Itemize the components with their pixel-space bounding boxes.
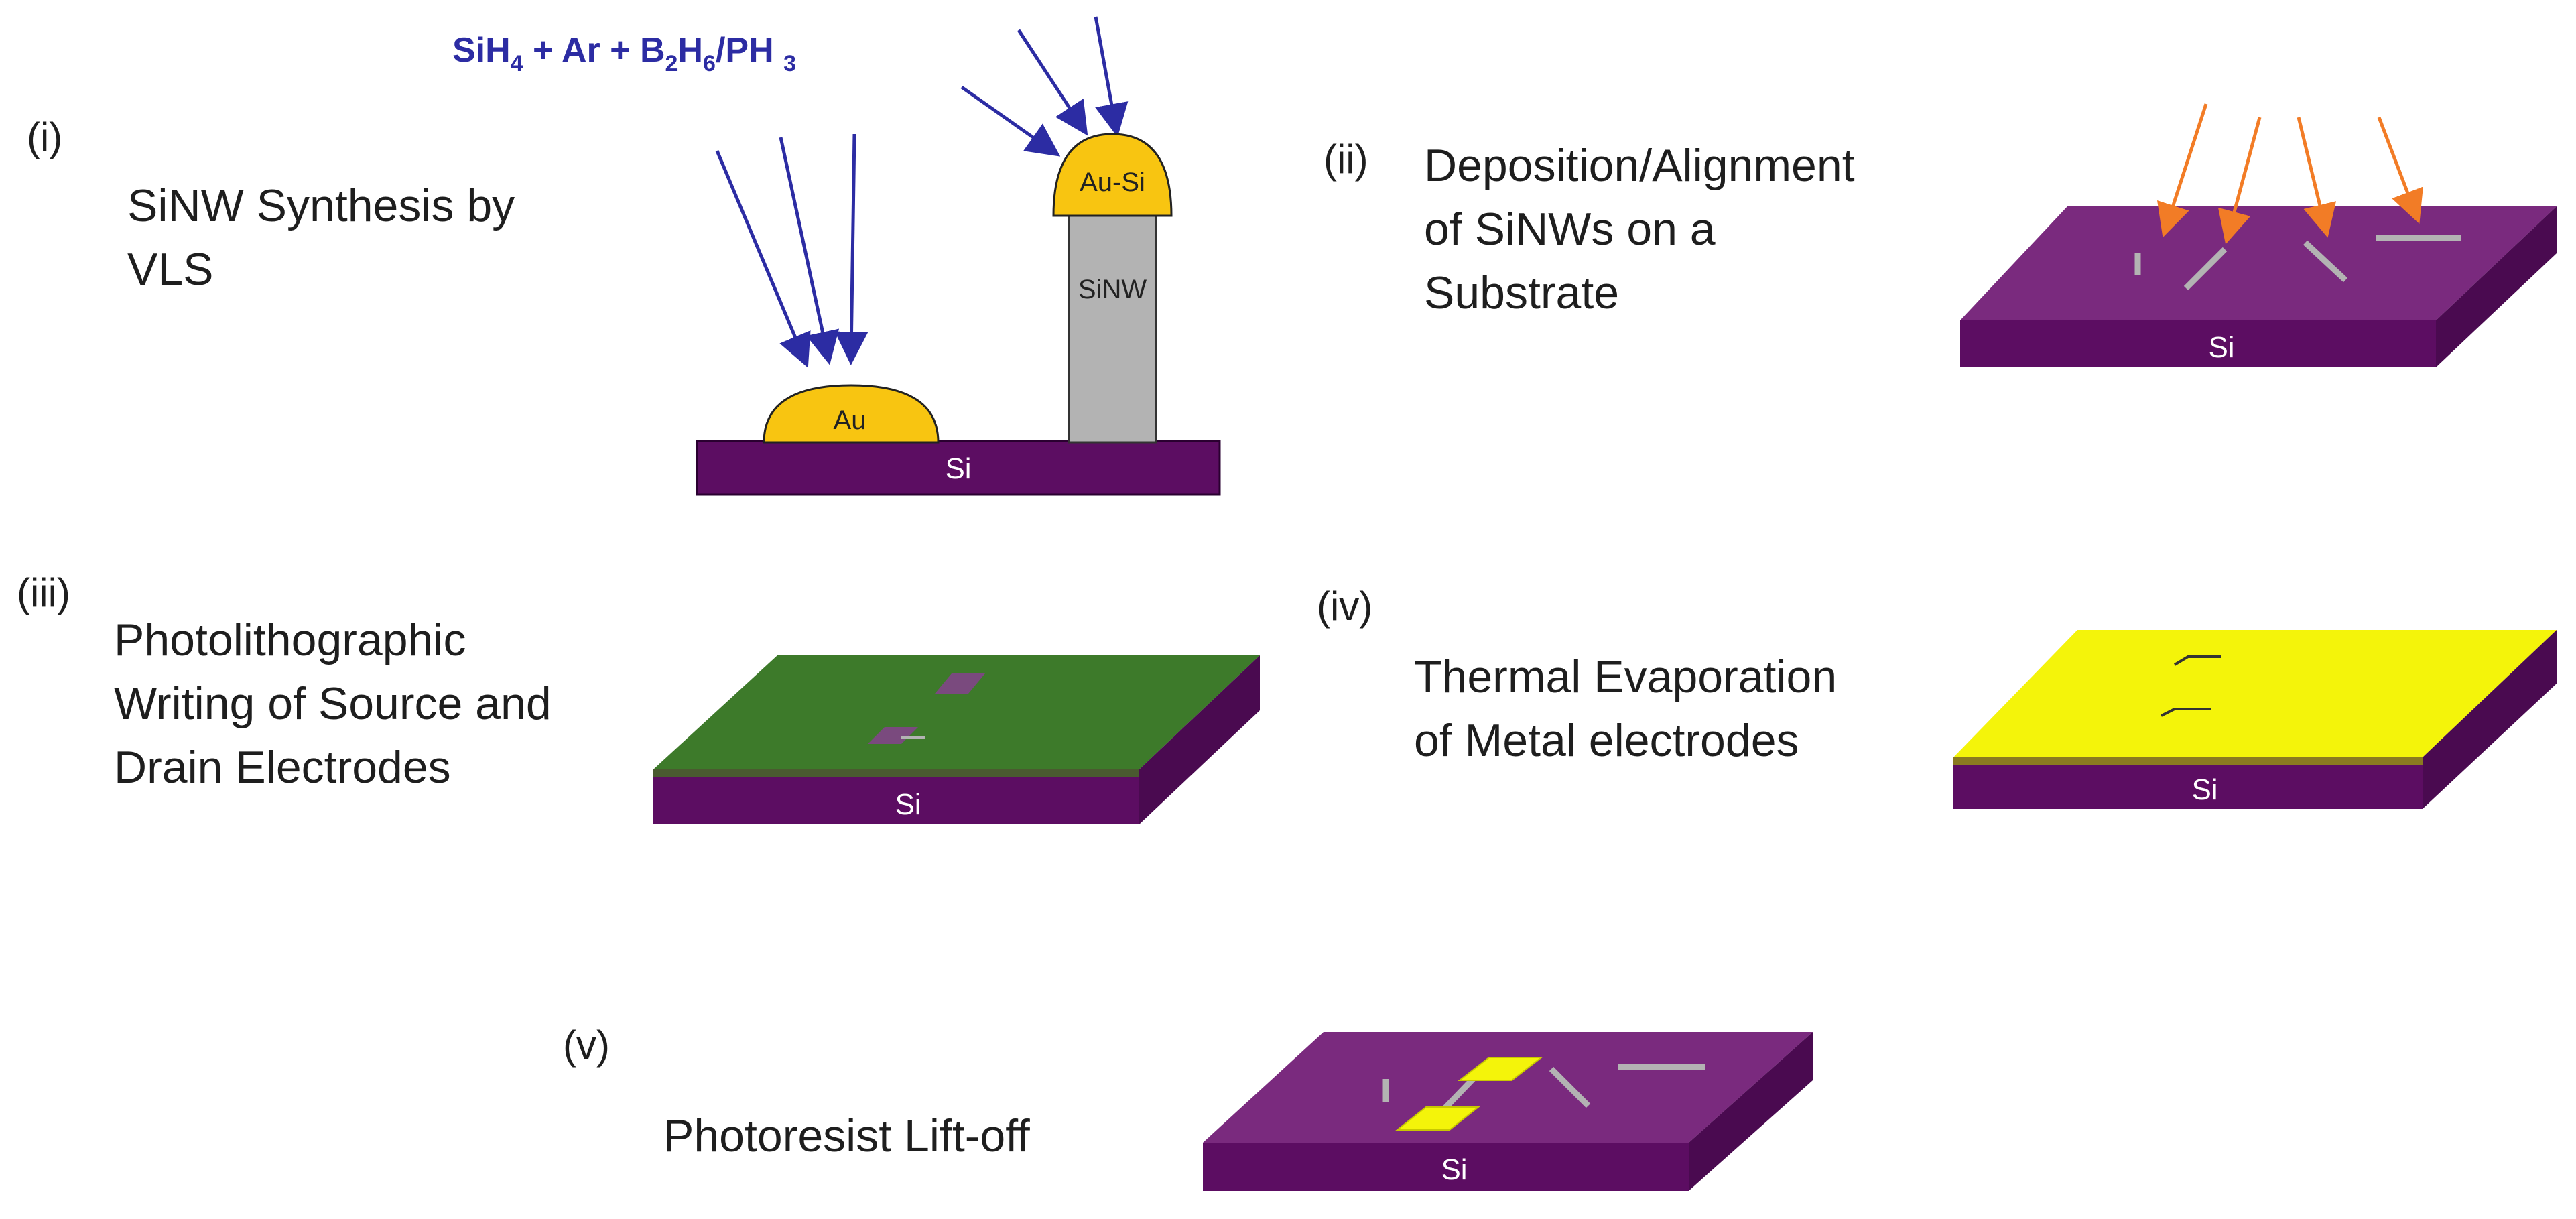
step-label-ii: (ii) — [1324, 137, 1368, 182]
panel-v: (v) Photoresist Lift-off Si — [563, 1023, 1813, 1191]
substrate-label: Si — [945, 452, 971, 485]
step-caption-ii-line3: Substrate — [1424, 267, 1619, 318]
metal-edge — [1953, 757, 2423, 765]
deposition-arrow — [2217, 117, 2262, 245]
gas-arrow — [1017, 29, 1088, 136]
source-electrode — [1458, 1057, 1543, 1081]
step-caption-iii-line1: Photolithographic — [114, 615, 466, 665]
au-droplet — [763, 384, 940, 444]
metal-layer — [1953, 630, 2557, 757]
panel-iv: (iv) Thermal Evaporation of Metal electr… — [1317, 584, 2557, 809]
step-caption-iii-line3: Drain Electrodes — [114, 742, 451, 793]
gas-arrow — [715, 150, 811, 368]
substrate-slab — [696, 440, 1221, 496]
substrate-label: Si — [895, 788, 921, 821]
step-label-iv: (iv) — [1317, 584, 1372, 629]
step-caption-ii-line2: of SiNWs on a — [1424, 204, 1716, 255]
panel-i: (i) SiNW Synthesis by VLS SiH4 + Ar + B2… — [27, 16, 1221, 496]
deposition-arrow — [2157, 103, 2208, 238]
photoresist-layer — [653, 655, 1260, 769]
substrate-side — [1689, 1032, 1813, 1191]
deposition-arrow — [2377, 117, 2423, 224]
substrate-front — [1953, 765, 2423, 809]
step-label-v: (v) — [563, 1023, 610, 1068]
electrode-mark — [2173, 655, 2221, 666]
panel-iii: (iii) Photolithographic Writing of Sourc… — [17, 570, 1260, 824]
step-caption-ii-line1: Deposition/Alignment — [1424, 140, 1855, 191]
photoresist-edge — [653, 769, 1139, 777]
gas-arrow — [1094, 16, 1129, 137]
nanowire — [1549, 1066, 1591, 1108]
drain-electrode-window — [868, 727, 918, 744]
step-caption-iii-line2: Writing of Source and — [114, 678, 552, 729]
substrate-side — [2423, 630, 2557, 809]
substrate-label: Si — [1441, 1153, 1467, 1186]
substrate-top — [1203, 1032, 1813, 1143]
source-electrode-window — [935, 673, 985, 694]
step-caption-iv-line1: Thermal Evaporation — [1414, 651, 1837, 702]
substrate-front — [653, 777, 1139, 824]
substrate-front — [1960, 320, 2436, 367]
step-caption-iv-line2: of Metal electrodes — [1414, 715, 1799, 766]
substrate-side — [2436, 206, 2557, 367]
silicon-nanowire — [1068, 213, 1157, 444]
step-caption-i-line2: VLS — [127, 244, 214, 295]
substrate-side — [1139, 655, 1260, 824]
au-droplet-label: Au — [834, 405, 866, 435]
gas-arrow — [779, 137, 840, 365]
au-si-tip-label: Au-Si — [1080, 168, 1145, 197]
substrate-front — [1203, 1143, 1689, 1191]
nanowire-label: SiNW — [1078, 275, 1147, 304]
gas-arrow — [834, 133, 868, 365]
au-si-tip — [1052, 133, 1173, 217]
gas-arrow — [960, 85, 1061, 157]
nanowire — [2183, 247, 2228, 291]
substrate-label: Si — [2191, 773, 2217, 806]
substrate-label: Si — [2208, 331, 2234, 364]
step-caption-v-line1: Photoresist Lift-off — [663, 1110, 1030, 1161]
electrode-mark — [2161, 708, 2211, 717]
panel-ii: (ii) Deposition/Alignment of SiNWs on a … — [1324, 103, 2557, 367]
gas-formula: SiH4 + Ar + B2H6/PH 3 — [452, 31, 796, 76]
step-caption-i-line1: SiNW Synthesis by — [127, 180, 515, 231]
nanowire — [2303, 240, 2348, 283]
step-label-iii: (iii) — [17, 570, 70, 615]
step-label-i: (i) — [27, 115, 62, 159]
deposition-arrow — [2297, 117, 2337, 238]
drain-electrode — [1395, 1106, 1480, 1131]
